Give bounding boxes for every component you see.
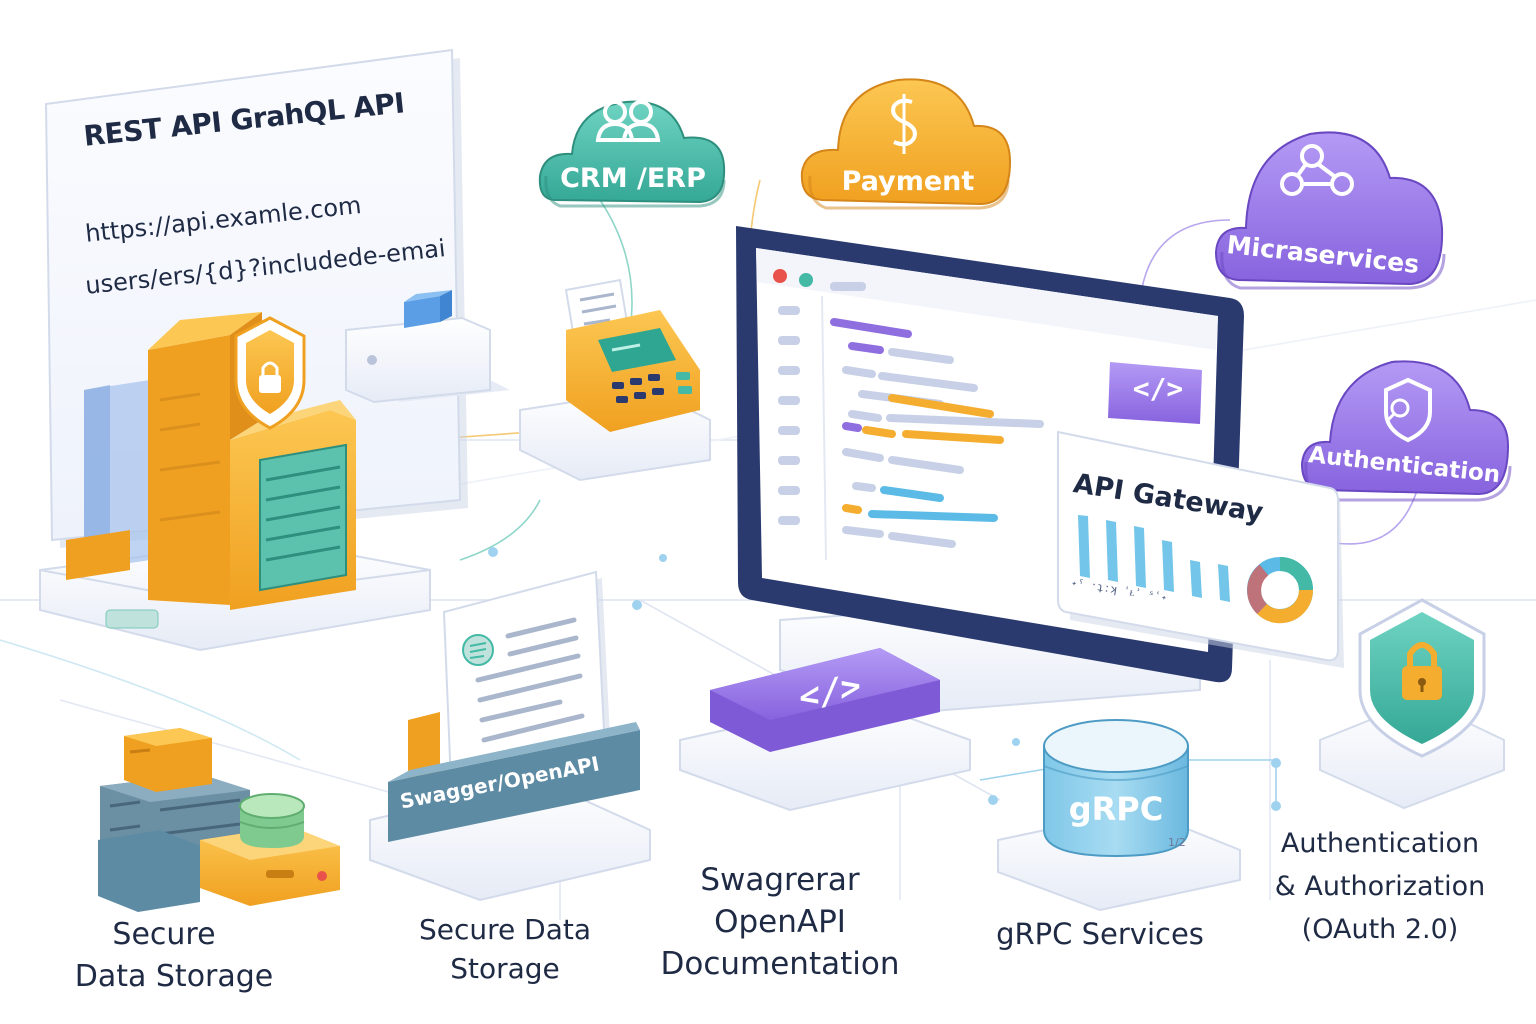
caption-line: & Authorization	[1274, 871, 1486, 903]
microservices-cloud	[1214, 131, 1446, 290]
crm-erp-label: CRM /ERP	[560, 163, 706, 194]
payment-terminal	[519, 278, 711, 482]
grpc-label: gRPC	[1068, 790, 1164, 828]
caption-line: Secure Data	[418, 913, 592, 946]
caption-secure-data-storage-2: Secure Data Storage	[400, 910, 610, 988]
security-shield	[1319, 598, 1505, 810]
grpc-small-text: 1/2	[1168, 836, 1186, 849]
caption-line: OpenAPI	[714, 903, 846, 940]
caption-swagger-documentation: Swagrerar OpenAPI Documentation	[640, 860, 920, 986]
monitor	[736, 226, 1244, 714]
small-device	[345, 290, 510, 404]
swagger-stand	[369, 570, 651, 902]
server-tower	[39, 312, 431, 652]
caption-line: Authentication	[1280, 828, 1480, 859]
caption-line: Swagrerar	[700, 862, 860, 898]
code-badge-platform	[679, 648, 971, 812]
connector-dots	[488, 547, 1281, 811]
caption-secure-data-storage-1: Secure Data Storage	[64, 914, 284, 998]
payment-label: Payment	[841, 166, 975, 197]
caption-line: Secure	[112, 917, 216, 952]
caption-line: Storage	[450, 952, 560, 986]
storage-blocks	[98, 728, 340, 912]
crm-cloud	[538, 100, 726, 208]
caption-line: Documentation	[660, 945, 900, 982]
code-tag-icon: </>	[1132, 372, 1184, 405]
caption-grpc-services: gRPC Services	[996, 917, 1204, 951]
caption-line: Data Storage	[74, 959, 274, 994]
api-gateway-card	[1057, 430, 1344, 668]
caption-line: (OAuth 2.0)	[1301, 914, 1459, 946]
authentication-cloud	[1300, 360, 1512, 502]
payment-cloud	[800, 78, 1012, 210]
grpc-node	[997, 719, 1241, 912]
caption-auth-oauth: Authentication & Authorization (OAuth 2.…	[1250, 822, 1510, 952]
